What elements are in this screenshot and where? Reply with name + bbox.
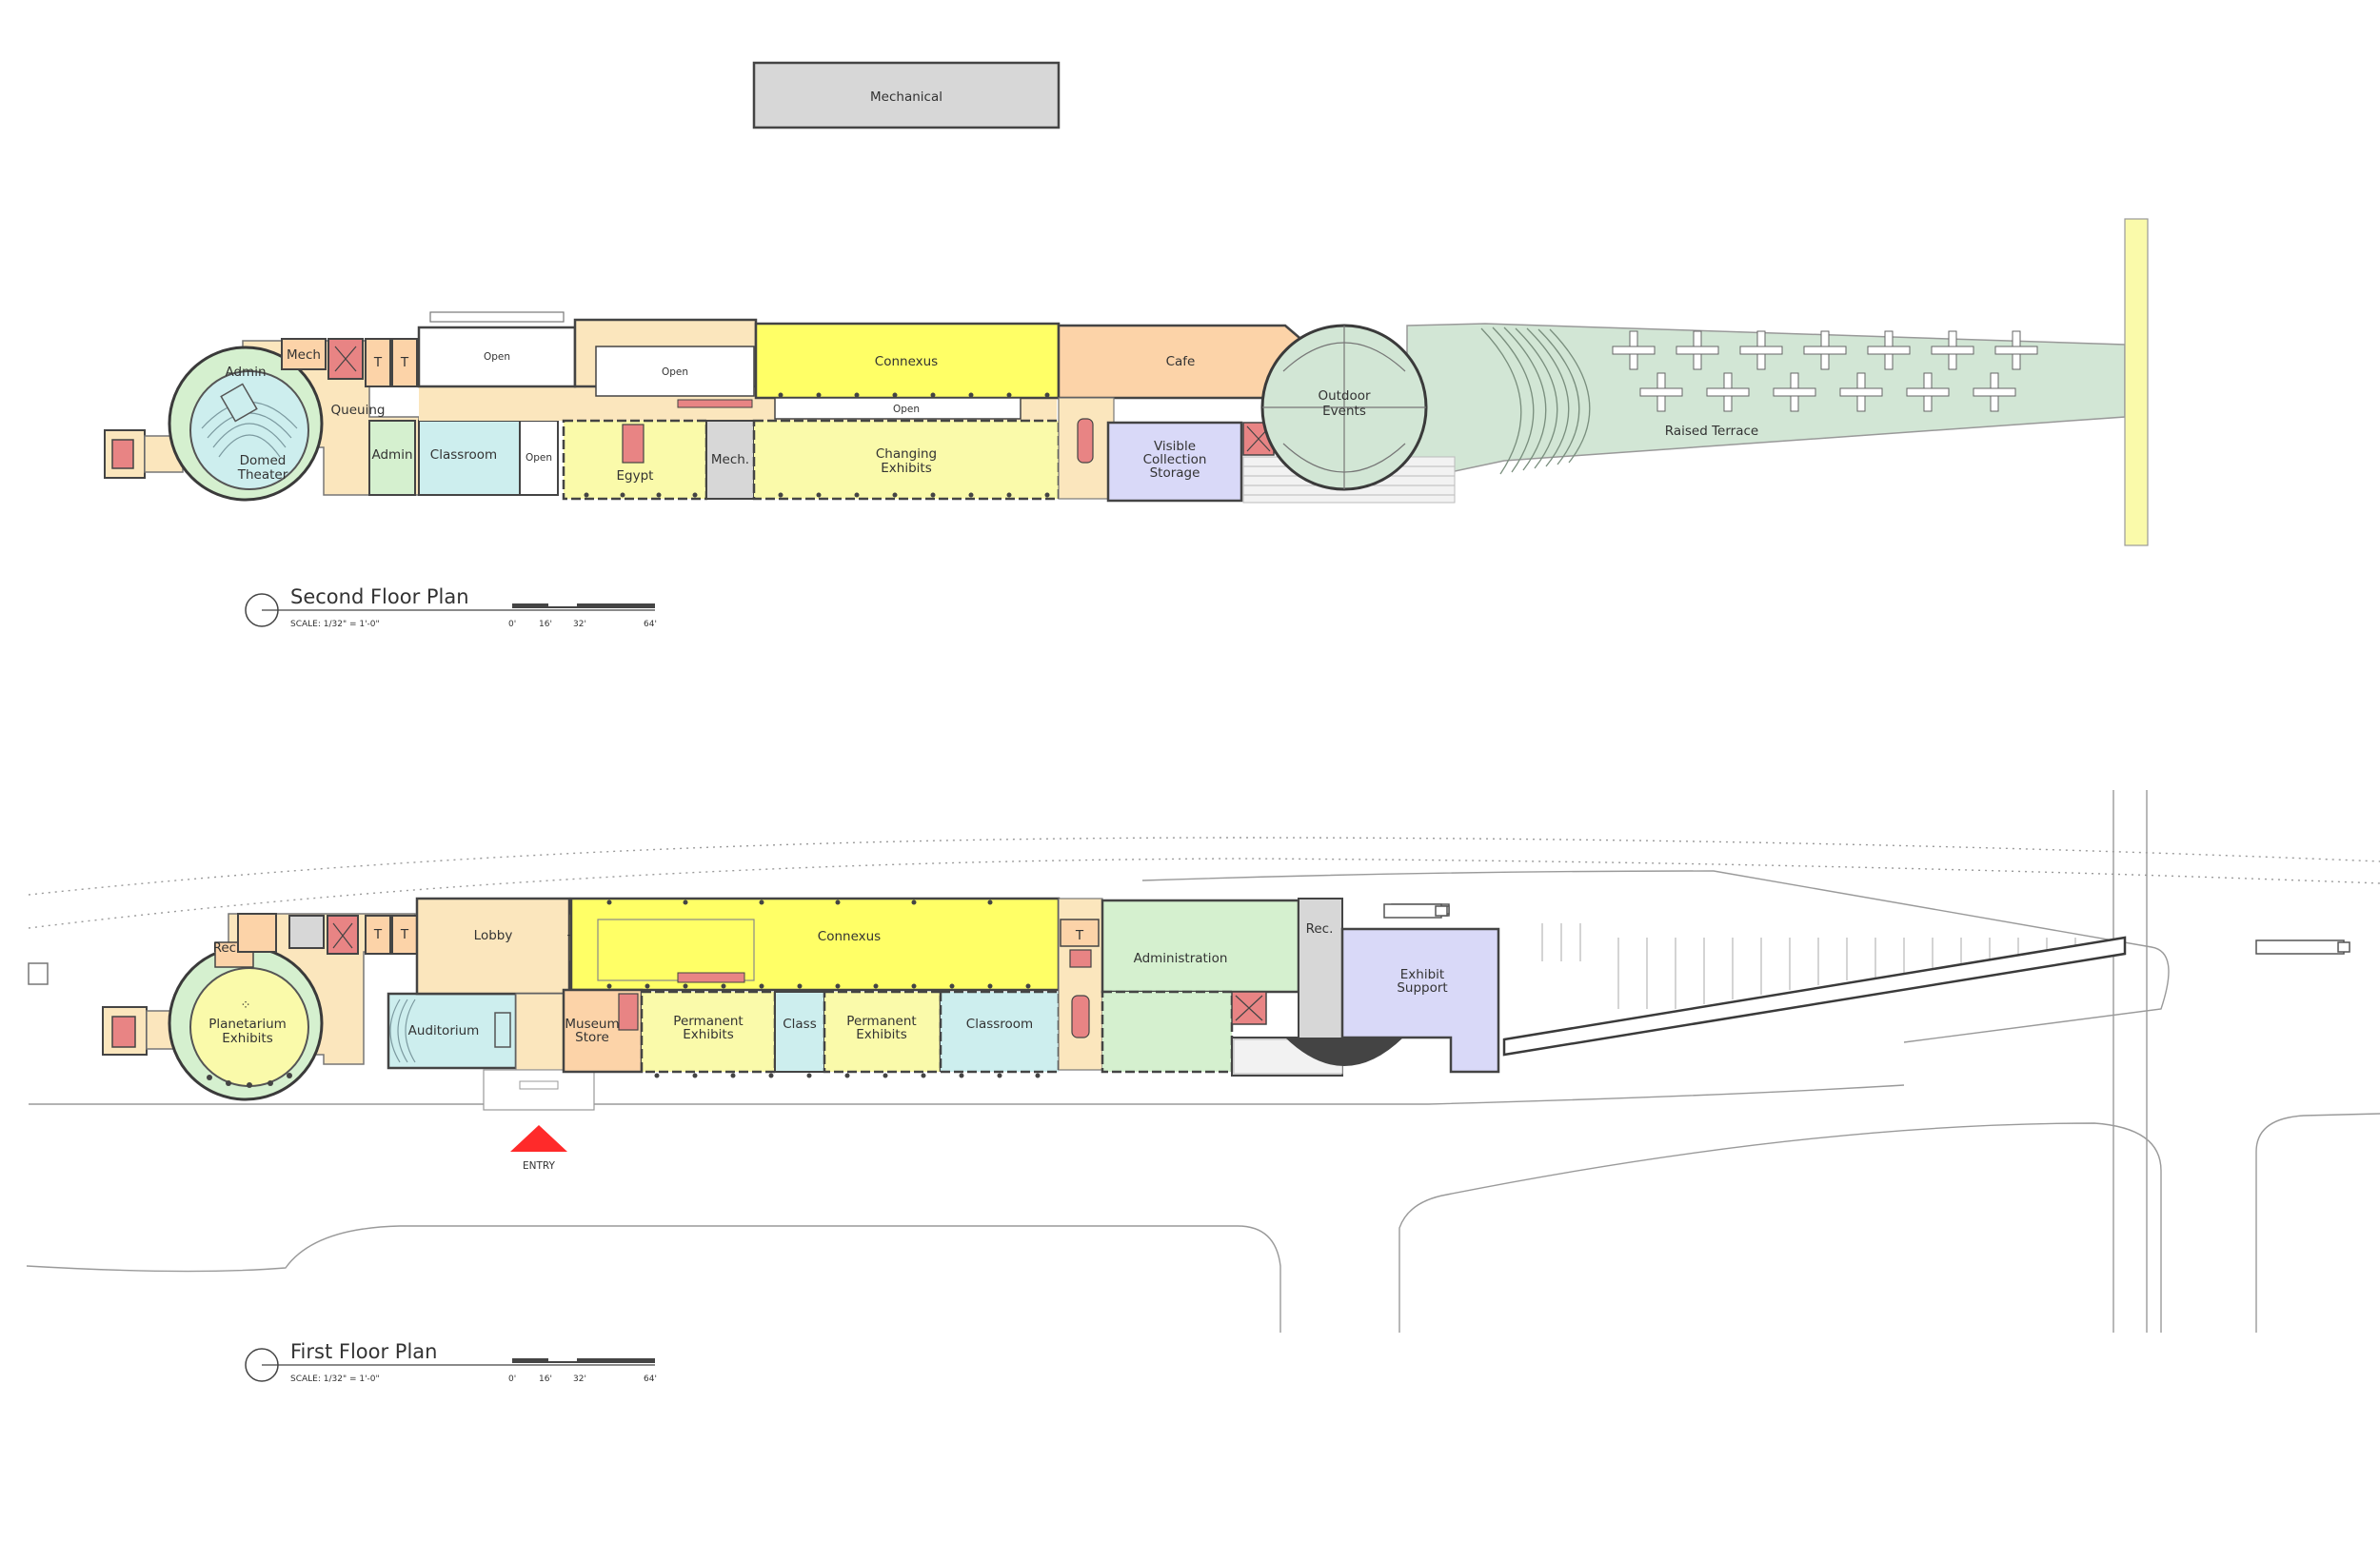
classroom-label: Classroom: [430, 447, 497, 463]
lobby-room: [415, 897, 571, 996]
changing-exhibits-label-1: Changing: [876, 446, 937, 462]
permanent-exhibits-1-label-1: Permanent: [673, 1014, 743, 1029]
site-curbs: [26, 790, 2380, 1333]
first-elevator: [327, 915, 359, 955]
first-classroom-label: Classroom: [966, 1017, 1033, 1032]
administration-room: [1101, 899, 1300, 994]
first-classroom-room: [939, 990, 1061, 1074]
rec-left-label: Rec.: [213, 940, 241, 956]
auditorium-label: Auditorium: [408, 1023, 480, 1038]
permanent-exhibits-2-room: [823, 990, 942, 1074]
exhibit-support-label-1: Exhibit: [1400, 967, 1444, 982]
second-floor-title-block: Second Floor Plan SCALE: 1/32" = 1'-0" 0…: [245, 585, 657, 629]
second-floor-tick-32: 32': [573, 620, 586, 629]
first-restroom-3-label: T: [1075, 928, 1084, 943]
open-mid-label: Open: [662, 366, 688, 378]
visible-label-3: Storage: [1150, 465, 1200, 481]
class-label: Class: [783, 1017, 817, 1032]
visible-label-1: Visible: [1154, 439, 1196, 454]
outdoor-events-label-2: Events: [1322, 404, 1366, 419]
class-room: [774, 991, 825, 1073]
restroom-1: [365, 338, 391, 387]
restroom-1-label: T: [373, 355, 383, 370]
mech-label: Mech: [287, 347, 321, 363]
admin-room-2: [368, 420, 416, 496]
terrace-edge-strip: [2124, 218, 2149, 546]
restroom-2: [391, 338, 418, 387]
second-floor-title: Second Floor Plan: [290, 585, 469, 608]
visible-collection-storage-room: [1106, 421, 1243, 503]
open-strip-label: Open: [893, 404, 920, 415]
first-floor-tick-16: 16': [539, 1374, 552, 1384]
admin-label: Admin: [225, 365, 266, 380]
museum-store-label-1: Museum: [565, 1017, 619, 1032]
permanent-exhibits-1-label-2: Exhibits: [683, 1027, 733, 1042]
second-floor-scale: SCALE: 1/32" = 1'-0": [290, 620, 380, 629]
first-restroom-1-label: T: [373, 927, 383, 942]
permanent-exhibits-2-label-1: Permanent: [846, 1014, 916, 1029]
changing-exhibits-room: [752, 419, 1061, 501]
admin-2-label: Admin: [371, 447, 412, 463]
domed-theater: [189, 370, 309, 490]
second-floor-tick-64: 64': [644, 620, 657, 629]
connexus-label: Connexus: [875, 354, 938, 369]
mechanical-room-box: Mechanical: [752, 61, 1061, 129]
second-floor-plan: Raised Terrace Admin Domed Theater Mech …: [104, 218, 2149, 629]
planetarium-label-2: Exhibits: [222, 1031, 272, 1046]
entry-arrow-icon: [510, 1125, 567, 1152]
parking-stalls: [1541, 923, 2076, 1009]
second-floor-tick-0: 0': [508, 620, 516, 629]
rec-right-label: Rec.: [1306, 921, 1334, 937]
west-stair-tower: [104, 429, 146, 479]
first-floor-plan: ⁘ Planetarium Exhibits Rec. T T Auditori…: [26, 790, 2380, 1384]
raised-terrace-label: Raised Terrace: [1665, 424, 1758, 439]
outdoor-events-label-1: Outdoor: [1318, 388, 1371, 404]
entry-label: ENTRY: [523, 1160, 556, 1172]
restroom-2-label: T: [400, 355, 409, 370]
mech-long-label: Mech.: [711, 452, 749, 467]
first-restroom-1: [365, 915, 391, 955]
first-restroom-3: [1060, 919, 1100, 947]
first-floor-tick-0: 0': [508, 1374, 516, 1384]
first-floor-scale: SCALE: 1/32" = 1'-0": [290, 1374, 380, 1384]
mechanical-label: Mechanical: [870, 89, 942, 105]
first-floor-tick-64: 64': [644, 1374, 657, 1384]
connexus-room: [754, 322, 1061, 400]
open-top-label: Open: [484, 351, 510, 363]
first-connexus-room: [569, 897, 1061, 992]
open-small-label: Open: [526, 452, 552, 464]
terrace-planters: [1612, 330, 2038, 412]
cafe-label: Cafe: [1166, 354, 1196, 369]
permanent-exhibits-2-label-2: Exhibits: [856, 1027, 906, 1042]
terrace-seating-steps: [1480, 326, 1591, 475]
mech-room: [281, 338, 327, 370]
exhibit-support-label-2: Support: [1397, 980, 1447, 996]
first-restroom-2-label: T: [400, 927, 409, 942]
administration-label: Administration: [1134, 951, 1228, 966]
visible-label-2: Collection: [1143, 452, 1207, 467]
permanent-exhibits-1-room: [640, 990, 777, 1074]
lobby-label: Lobby: [474, 928, 513, 943]
first-floor-tick-32: 32': [573, 1374, 586, 1384]
site-rail-lines: [28, 837, 2380, 929]
domed-theater-label-1: Domed: [240, 453, 287, 468]
second-floor-columns: [584, 392, 1050, 498]
second-floor-tick-16: 16': [539, 620, 552, 629]
dome-shadow: [1285, 1038, 1403, 1066]
first-floor-title-block: First Floor Plan SCALE: 1/32" = 1'-0" 0'…: [245, 1340, 657, 1384]
queuing-label: Queuing: [331, 403, 386, 418]
open-strip-room: [774, 397, 1021, 420]
first-connexus-label: Connexus: [818, 929, 881, 944]
museum-store-label-2: Store: [575, 1030, 609, 1045]
administration-annex: [1101, 990, 1234, 1074]
exhibit-support-room: [1340, 927, 1500, 1074]
open-mid-room: [595, 346, 755, 397]
egypt-label: Egypt: [617, 468, 654, 484]
planetarium-icon: ⁘: [240, 998, 250, 1013]
changing-exhibits-label-2: Exhibits: [881, 461, 931, 476]
first-floor-title: First Floor Plan: [290, 1340, 437, 1363]
planetarium-label-1: Planetarium: [208, 1017, 287, 1032]
domed-theater-label-2: Theater: [237, 467, 288, 483]
